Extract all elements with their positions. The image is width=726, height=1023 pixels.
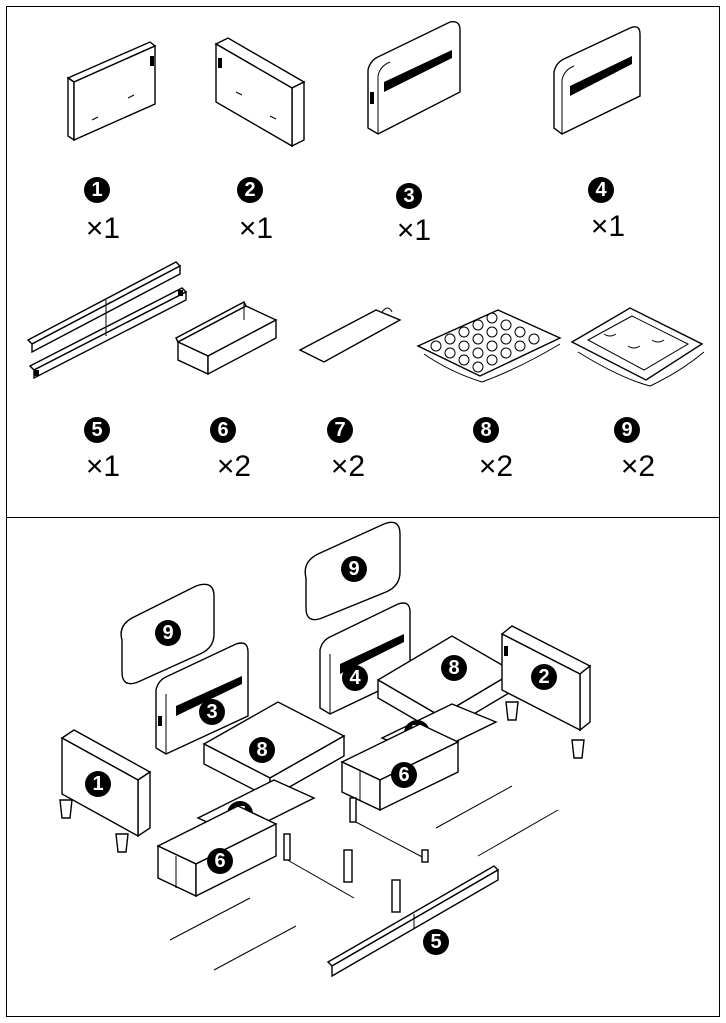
part-2-drawing: [214, 37, 306, 148]
part-6-label: 6 ×2: [210, 417, 251, 483]
assembly-headboard-left: 3: [155, 642, 249, 755]
assembly-side-panel-left: 1: [60, 729, 152, 838]
part-6-drawing: [175, 301, 278, 376]
svg-text:4: 4: [595, 179, 607, 201]
assembly-center-rail: 5: [326, 865, 500, 978]
part-3-label: 3 ×1: [396, 183, 431, 247]
svg-text:6: 6: [217, 419, 228, 441]
svg-text:5: 5: [91, 419, 102, 441]
svg-text:5: 5: [430, 931, 441, 953]
assembly-legs: [59, 701, 585, 853]
spring-coil: [486, 354, 498, 366]
spring-coil: [486, 326, 498, 338]
assembly-cushion-right: 9: [304, 521, 401, 621]
assembly-cushion-left: 9: [120, 583, 215, 685]
svg-text:9: 9: [162, 622, 173, 644]
svg-text:2: 2: [244, 179, 255, 201]
svg-text:7: 7: [334, 419, 345, 441]
part-5-drawing: [26, 261, 188, 380]
svg-text:1: 1: [91, 179, 102, 201]
spring-coil: [514, 326, 526, 338]
spring-coil: [500, 319, 512, 331]
svg-text:6: 6: [214, 850, 225, 872]
svg-text:9: 9: [348, 558, 359, 580]
spring-coil: [444, 333, 456, 345]
assembly-slats: [169, 785, 559, 971]
spring-coil: [458, 326, 470, 338]
part-5-label: 5 ×1: [84, 417, 120, 483]
part-7-drawing: [298, 307, 402, 363]
svg-text:×2: ×2: [217, 450, 251, 483]
svg-text:3: 3: [403, 185, 414, 207]
svg-text:4: 4: [349, 667, 361, 689]
svg-text:9: 9: [621, 419, 632, 441]
svg-text:8: 8: [256, 739, 267, 761]
part-4-drawing: [553, 26, 641, 135]
spring-coil: [528, 333, 540, 345]
svg-text:×1: ×1: [86, 212, 120, 245]
part-8-label: 8 ×2: [473, 417, 513, 483]
spring-pattern: [430, 312, 540, 373]
spring-coil: [430, 340, 442, 352]
svg-text:8: 8: [480, 419, 491, 441]
part-1-drawing: [66, 41, 157, 142]
assembly-side-panel-right: 2: [500, 625, 592, 732]
part-8-drawing: [416, 309, 562, 383]
svg-text:8: 8: [448, 657, 459, 679]
svg-text:×1: ×1: [397, 214, 431, 247]
svg-text:×2: ×2: [621, 450, 655, 483]
spring-coil: [472, 319, 484, 331]
spring-coil: [472, 361, 484, 373]
assembly-drawer-left: 6: [156, 805, 278, 898]
svg-text:3: 3: [206, 701, 217, 723]
spring-coil: [472, 333, 484, 345]
svg-text:×1: ×1: [591, 210, 625, 243]
part-9-label: 9 ×2: [614, 417, 655, 483]
svg-text:×1: ×1: [239, 212, 273, 245]
assembly-drawer-right: 6: [340, 723, 460, 812]
svg-text:×2: ×2: [331, 450, 365, 483]
svg-text:×1: ×1: [86, 450, 120, 483]
spring-coil: [500, 333, 512, 345]
part-1-label: 1 ×1: [84, 177, 120, 245]
spring-coil: [486, 312, 498, 324]
part-3-drawing: [367, 20, 461, 135]
assembly-mattress-left: 8: [202, 701, 346, 800]
spring-coil: [500, 347, 512, 359]
spring-coil: [472, 347, 484, 359]
part-2-label: 2 ×1: [237, 177, 273, 245]
svg-text:6: 6: [398, 764, 409, 786]
part-9-drawing: [570, 307, 705, 387]
svg-text:2: 2: [538, 666, 549, 688]
part-7-label: 7 ×2: [327, 417, 365, 483]
spring-coil: [458, 340, 470, 352]
spring-coil: [444, 347, 456, 359]
svg-text:1: 1: [92, 773, 103, 795]
spring-coil: [486, 340, 498, 352]
spring-coil: [514, 340, 526, 352]
spring-coil: [458, 354, 470, 366]
svg-text:×2: ×2: [479, 450, 513, 483]
part-4-label: 4 ×1: [588, 177, 625, 243]
